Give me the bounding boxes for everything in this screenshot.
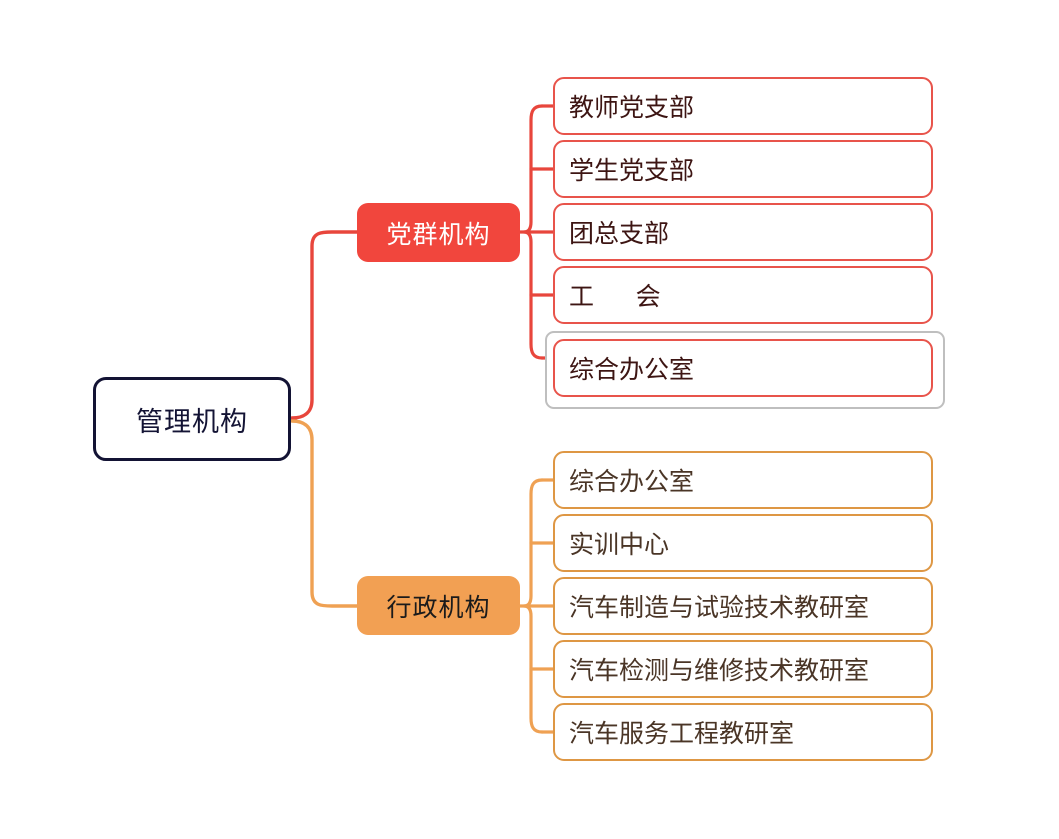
leaf-label: 团总支部 [569,220,670,248]
leaf-label: 汽车检测与维修技术教研室 [569,657,870,685]
leaf-label: 汽车服务工程教研室 [569,720,795,748]
branch-node-administrative-label: 行政机构 [386,593,491,622]
connector-root-to-branch-0 [290,230,359,420]
branch-node-administrative[interactable]: 行政机构 [357,576,520,635]
leaf-label: 工 会 [569,283,661,311]
connector-root-to-branch-1 [290,419,359,608]
root-node[interactable]: 管理机构 [93,377,291,461]
leaf-node-auto-inspection-repair[interactable]: 汽车检测与维修技术教研室 [553,640,933,698]
leaf-node-auto-manufacturing-testing[interactable]: 汽车制造与试验技术教研室 [553,577,933,635]
leaf-label: 综合办公室 [569,468,695,496]
leaf-node-teacher-party-branch[interactable]: 教师党支部 [553,77,933,135]
leaf-label: 综合办公室 [569,356,695,384]
leaf-label: 学生党支部 [569,157,695,185]
branch-node-party[interactable]: 党群机构 [357,203,520,262]
connector-branch-1-spine [522,478,544,734]
leaf-node-labor-union[interactable]: 工 会 [553,266,933,324]
connector-branch-0-spine [522,104,544,360]
leaf-node-general-office-admin[interactable]: 综合办公室 [553,451,933,509]
leaf-label: 教师党支部 [569,94,695,122]
root-node-label: 管理机构 [136,406,248,437]
leaf-label: 汽车制造与试验技术教研室 [569,594,870,622]
leaf-node-student-party-branch[interactable]: 学生党支部 [553,140,933,198]
leaf-node-general-office-party[interactable]: 综合办公室 [553,339,933,397]
leaf-node-youth-league-branch[interactable]: 团总支部 [553,203,933,261]
leaf-label: 实训中心 [569,531,670,559]
leaf-node-auto-service-engineering[interactable]: 汽车服务工程教研室 [553,703,933,761]
branch-node-party-label: 党群机构 [386,220,491,249]
leaf-node-training-center[interactable]: 实训中心 [553,514,933,572]
